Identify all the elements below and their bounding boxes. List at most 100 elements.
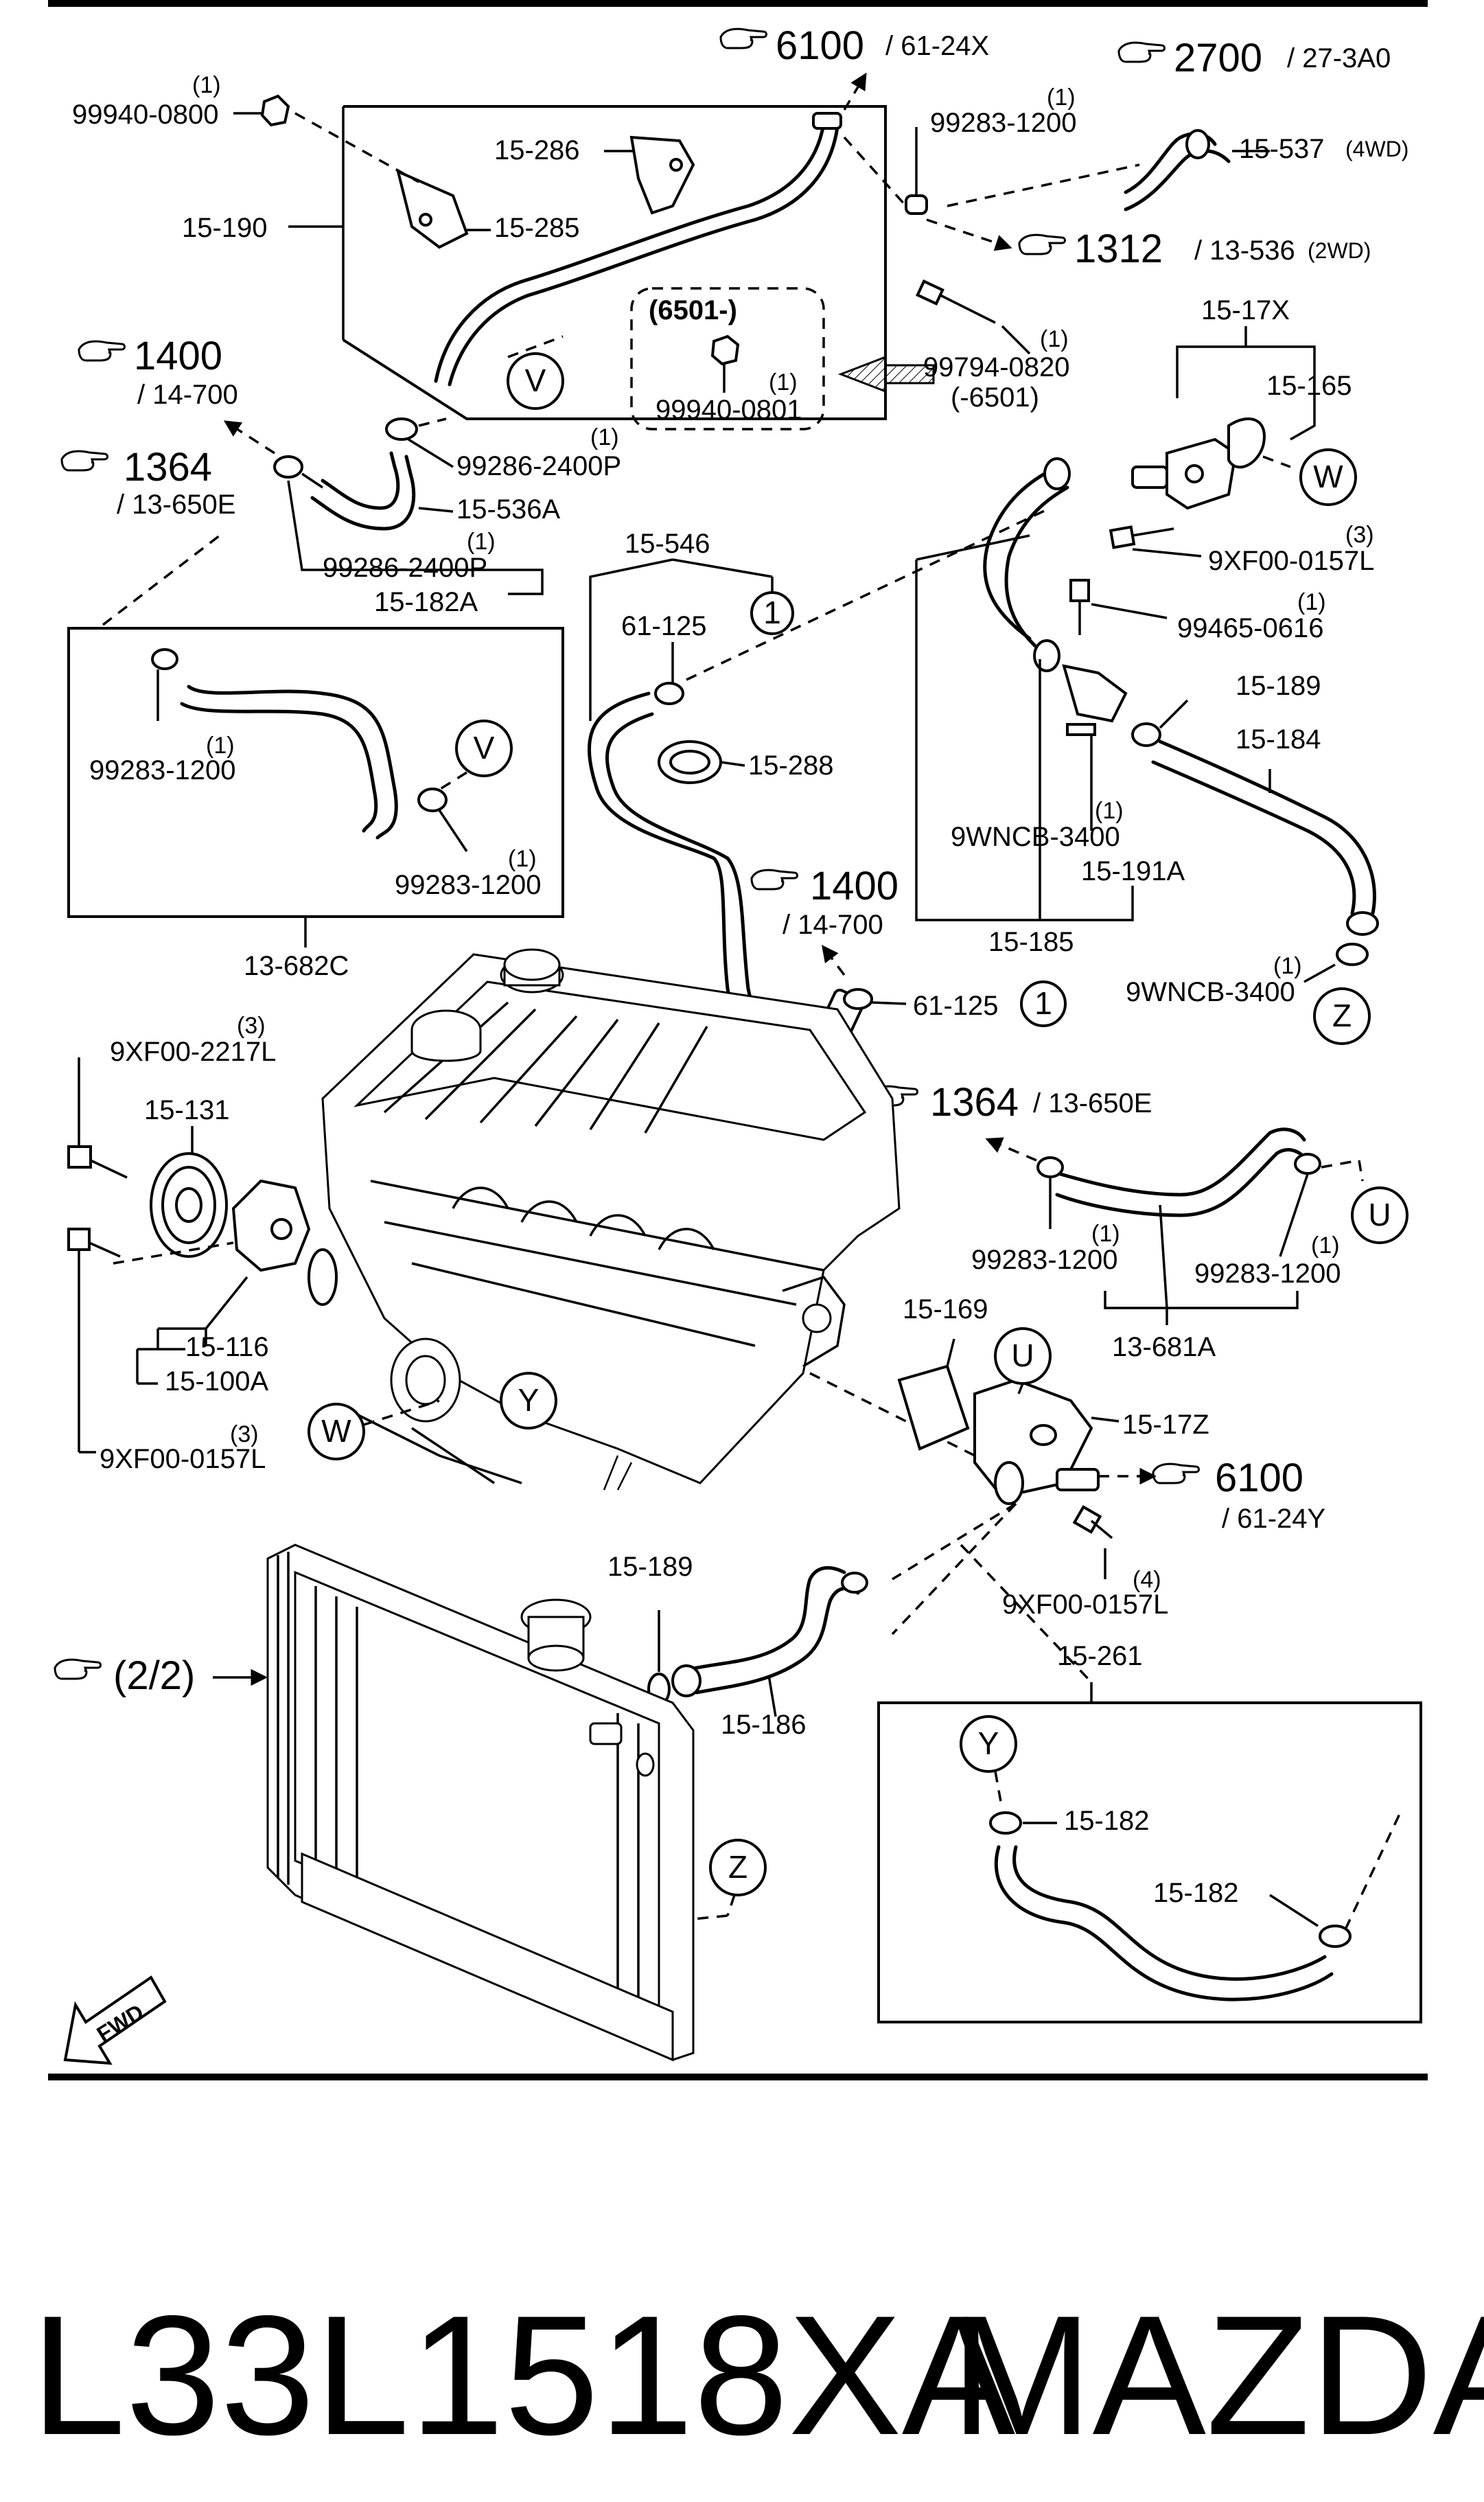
engine-block: Y W bbox=[308, 948, 975, 1491]
qty: (1) bbox=[1095, 798, 1124, 824]
ref-sub: / 13-650E bbox=[117, 490, 235, 520]
label-15-190: 15-190 bbox=[182, 213, 268, 243]
ref-sub: / 13-650E bbox=[1033, 1088, 1152, 1118]
label-15-288: 15-288 bbox=[748, 750, 834, 781]
label-99283-1200: 99283-1200 bbox=[930, 108, 1077, 138]
ref-number: 1400 bbox=[810, 864, 898, 908]
qty: (3) bbox=[230, 1421, 259, 1447]
qty: (1) bbox=[1273, 953, 1302, 979]
label-15-182A: 15-182A bbox=[374, 587, 478, 617]
label-99283-1200-b: 99283-1200 bbox=[89, 755, 236, 785]
ref-2700[interactable]: 2700 / 27-3A0 bbox=[1117, 36, 1391, 80]
label-99283-1200-d: 99283-1200 bbox=[971, 1245, 1118, 1275]
ref-1400-a[interactable]: 1400 / 14-700 bbox=[78, 334, 238, 410]
qty: (1) bbox=[1091, 1221, 1120, 1247]
label-13-681A: 13-681A bbox=[1112, 1332, 1216, 1362]
ref-sub: / 14-700 bbox=[137, 380, 238, 410]
marker-Y: Y bbox=[978, 1725, 999, 1761]
ref-2-2[interactable]: (2/2) bbox=[54, 1653, 268, 1698]
part-labels: (1) 99940-0800 15-286 (1) 99283-1200 15-… bbox=[72, 72, 1408, 1908]
label-15-189-a: 15-189 bbox=[1236, 671, 1321, 701]
footer: L33L1518XA MAZDA bbox=[31, 2280, 1484, 2470]
label-15-537: 15-537 bbox=[1239, 134, 1325, 164]
ref-1312[interactable]: 1312 / 13-536 (2WD) bbox=[1018, 227, 1371, 271]
marker-W: W bbox=[321, 1413, 351, 1449]
thermostat-15-17Z: U bbox=[891, 1327, 1157, 1684]
label-15-285: 15-285 bbox=[494, 213, 580, 243]
label-15-189-b: 15-189 bbox=[607, 1552, 693, 1582]
label-99940-0801: 99940-0801 bbox=[656, 395, 802, 425]
label-9XF00-0157L-a: 9XF00-0157L bbox=[1208, 546, 1374, 576]
label-99794-0820: 99794-0820 bbox=[923, 352, 1070, 382]
ref-6100-top[interactable]: 6100 / 61-24X bbox=[719, 23, 989, 68]
label-99286-2400P-a: 99286-2400P bbox=[456, 451, 621, 481]
marker-U: U bbox=[1011, 1338, 1034, 1373]
label-15-17X: 15-17X bbox=[1201, 295, 1290, 325]
label-99794-0820-note: (-6501) bbox=[951, 382, 1039, 413]
hose-13-681A: U bbox=[985, 1127, 1408, 1325]
label-9WNCB-3400-a: 9WNCB-3400 bbox=[951, 822, 1120, 852]
label-13-682C: 13-682C bbox=[244, 951, 349, 981]
label-61-125-b: 61-125 bbox=[913, 991, 999, 1021]
hose-15-186 bbox=[647, 1565, 868, 1717]
box-6501 bbox=[630, 287, 935, 431]
qty: (1) bbox=[590, 424, 619, 450]
part-number: L33L1518XA bbox=[31, 2280, 1015, 2470]
top-rule bbox=[48, 0, 1428, 7]
bolt-99794 bbox=[916, 279, 1031, 355]
qty: (1) bbox=[192, 72, 221, 98]
label-15-546: 15-546 bbox=[625, 529, 710, 559]
ref-1400-b[interactable]: 1400 / 14-700 bbox=[750, 864, 898, 940]
label-15-165: 15-165 bbox=[1266, 371, 1352, 401]
ref-1364-b[interactable]: 1364 / 13-650E bbox=[870, 1080, 1152, 1125]
marker-1: 1 bbox=[1034, 985, 1052, 1021]
box-13-682C: V bbox=[67, 627, 564, 948]
ref-number: 6100 bbox=[776, 23, 864, 68]
label-15-182-b: 15-182 bbox=[1153, 1878, 1239, 1908]
ref-6100-b[interactable]: 6100 / 61-24Y bbox=[1152, 1456, 1325, 1534]
bypass-pipe-group: V bbox=[233, 72, 1270, 420]
label-15-186: 15-186 bbox=[721, 1710, 807, 1740]
ref-sub: / 61-24X bbox=[885, 31, 989, 61]
ref-sub: / 61-24Y bbox=[1222, 1504, 1325, 1534]
label-15-17Z: 15-17Z bbox=[1122, 1410, 1209, 1440]
qty: (1) bbox=[1047, 84, 1076, 111]
ref-1364-a[interactable]: 1364 / 13-650E bbox=[60, 445, 235, 520]
label-9XF00-0157L-b: 9XF00-0157L bbox=[100, 1444, 266, 1474]
ref-number: 1312 bbox=[1074, 227, 1163, 271]
marker-Z: Z bbox=[728, 1849, 747, 1885]
label-15-261: 15-261 bbox=[1057, 1641, 1143, 1671]
label-15-100A: 15-100A bbox=[165, 1366, 269, 1397]
label-99465-0616: 99465-0616 bbox=[1177, 613, 1324, 643]
label-15-184: 15-184 bbox=[1236, 724, 1321, 755]
ref-number: 1364 bbox=[124, 445, 212, 490]
qty: (1) bbox=[206, 733, 235, 759]
marker-V: V bbox=[474, 730, 495, 766]
qty: (1) bbox=[1040, 326, 1069, 352]
qty: (1) bbox=[1297, 589, 1326, 615]
marker-Z: Z bbox=[1332, 998, 1352, 1033]
label-15-537-note: (4WD) bbox=[1345, 137, 1408, 161]
hose-15-536A bbox=[102, 417, 544, 626]
qty: (1) bbox=[769, 369, 798, 395]
radiator: Z bbox=[266, 1543, 767, 2062]
bottom-rule bbox=[48, 2074, 1428, 2080]
label-9XF00-0157L-c: 9XF00-0157L bbox=[1002, 1589, 1168, 1620]
ref-note: (2WD) bbox=[1308, 238, 1371, 263]
qty: (4) bbox=[1133, 1567, 1161, 1593]
label-15-185: 15-185 bbox=[988, 927, 1074, 957]
label-15-169: 15-169 bbox=[903, 1294, 988, 1324]
brand-name: MAZDA bbox=[951, 2280, 1484, 2470]
label-61-125-a: 61-125 bbox=[621, 611, 707, 641]
marker-V: V bbox=[525, 363, 546, 398]
qty: (1) bbox=[467, 529, 496, 555]
label-99286-2400P-b: 99286-2400P bbox=[323, 553, 487, 583]
ref-sub: / 14-700 bbox=[782, 910, 883, 940]
ref-number: 6100 bbox=[1215, 1456, 1303, 1500]
marker-U: U bbox=[1368, 1197, 1391, 1232]
qty: (1) bbox=[508, 846, 537, 872]
label-6501: (6501-) bbox=[649, 295, 737, 325]
qty: (3) bbox=[1345, 522, 1374, 548]
label-99940-0800: 99940-0800 bbox=[72, 100, 219, 130]
marker-1: 1 bbox=[763, 595, 781, 630]
